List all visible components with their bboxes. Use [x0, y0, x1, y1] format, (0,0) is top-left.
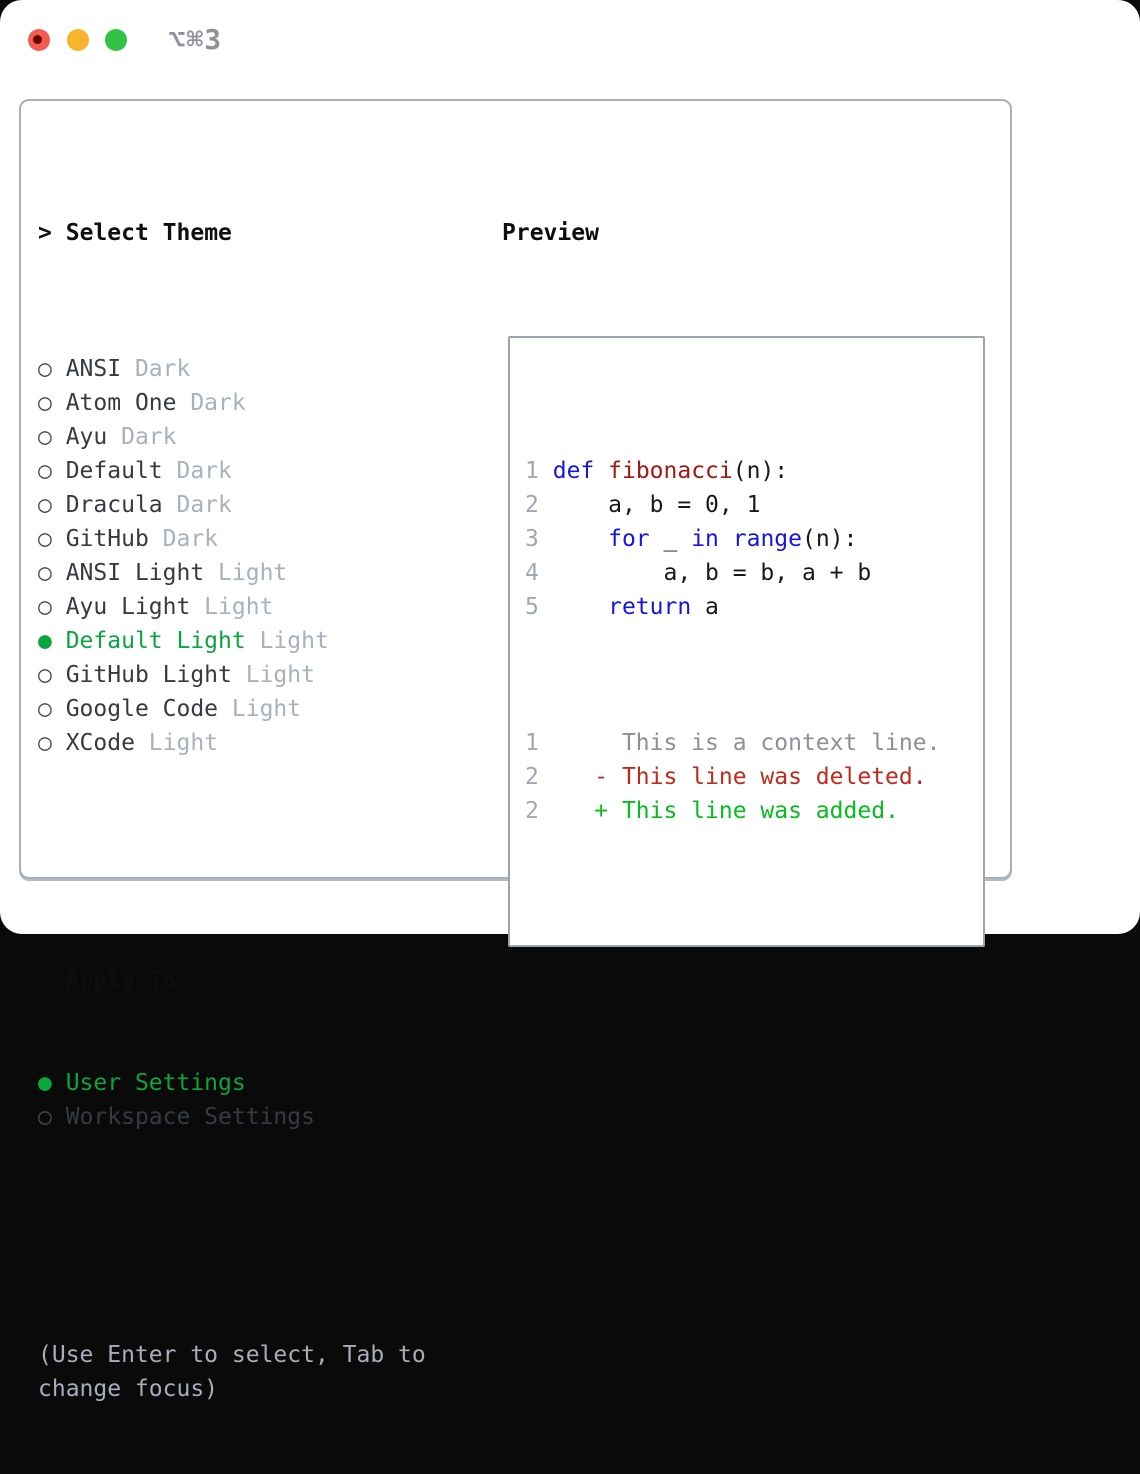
theme-item[interactable]: ○ GitHub Light Light — [38, 658, 485, 692]
radio-icon: ● — [38, 1070, 66, 1096]
theme-item[interactable]: ○ Default Dark — [38, 454, 485, 488]
item-name: Ayu Light — [65, 594, 191, 620]
radio-icon: ○ — [38, 458, 66, 484]
item-tag: Dark — [107, 424, 177, 450]
preview-column: Preview 1 def fibonacci(n): 2 a, b = 0, 1… — [502, 148, 985, 1015]
radio-icon: ○ — [38, 696, 66, 722]
theme-item[interactable]: ○ ANSI Dark — [38, 352, 485, 386]
apply-option[interactable]: ○ Workspace Settings — [38, 1100, 485, 1134]
preview-title: Preview — [502, 220, 599, 246]
item-name: Google Code — [65, 696, 219, 722]
diff-line: 2 - This line was deleted. — [525, 764, 927, 790]
item-name: XCode — [65, 730, 135, 756]
item-tag: Light — [218, 696, 302, 722]
theme-select-header: > Select Theme — [38, 216, 485, 250]
code-line: 3 for _ in range(n): — [525, 526, 858, 552]
help-hint: (Use Enter to select, Tab to change focu… — [38, 1342, 426, 1402]
theme-item[interactable]: ○ Ayu Dark — [38, 420, 485, 454]
preview-box: 1 def fibonacci(n): 2 a, b = 0, 1 3 for _ … — [508, 336, 985, 947]
diff-line: 1 This is a context line. — [525, 730, 941, 756]
close-dot-icon — [33, 35, 42, 44]
radio-icon: ○ — [38, 730, 66, 756]
code-line: 4 a, b = b, a + b — [525, 560, 872, 586]
item-name: Dracula — [65, 492, 163, 518]
theme-item[interactable]: ○ Dracula Dark — [38, 488, 485, 522]
window-title: ⌥⌘3 — [168, 23, 223, 56]
item-name: ANSI Light — [65, 560, 205, 586]
apply-option[interactable]: ● User Settings — [38, 1066, 485, 1100]
item-tag: Dark — [162, 458, 232, 484]
item-tag: Light — [231, 662, 315, 688]
preview-code: 1 def fibonacci(n): 2 a, b = 0, 1 3 for _ … — [525, 454, 968, 624]
item-name: Ayu — [65, 424, 108, 450]
radio-icon: ○ — [38, 492, 66, 518]
radio-icon: ○ — [38, 356, 66, 382]
item-tag: Dark — [162, 492, 232, 518]
radio-icon: ● — [38, 628, 66, 654]
preview-diff: 1 This is a context line. 2 - This line w… — [525, 726, 968, 828]
code-line: 1 def fibonacci(n): — [525, 458, 789, 484]
item-name: GitHub Light — [65, 662, 232, 688]
item-name: GitHub — [65, 526, 149, 552]
minimize-button[interactable] — [66, 29, 89, 51]
item-name: Default Light — [65, 628, 246, 654]
theme-item[interactable]: ● Default Light Light — [38, 624, 485, 658]
cursor-marker: > — [38, 220, 52, 246]
theme-column: > Select Theme ○ ANSI Dark○ Atom One Dar… — [38, 148, 485, 1474]
theme-item[interactable]: ○ GitHub Dark — [38, 522, 485, 556]
window: ⌥⌘3 > Select Theme ○ ANSI Dark○ Atom One… — [0, 0, 1140, 1402]
radio-icon: ○ — [38, 390, 66, 416]
main-panel: > Select Theme ○ ANSI Dark○ Atom One Dar… — [19, 99, 1012, 1402]
item-name: ANSI — [65, 356, 122, 382]
theme-item[interactable]: ○ Atom One Dark — [38, 386, 485, 420]
item-tag: Dark — [176, 390, 246, 416]
radio-icon: ○ — [38, 424, 66, 450]
code-line: 5 return a — [525, 594, 719, 620]
zoom-button[interactable] — [105, 29, 127, 51]
item-name: Atom One — [65, 390, 177, 416]
item-tag: Light — [245, 628, 329, 654]
item-name: User Settings — [65, 1070, 246, 1096]
radio-icon: ○ — [38, 526, 66, 552]
code-line: 2 a, b = 0, 1 — [525, 492, 761, 518]
theme-item[interactable]: ○ ANSI Light Light — [38, 556, 485, 590]
apply-to-section: Apply To ● User Settings○ Workspace Sett… — [38, 896, 485, 1202]
radio-icon: ○ — [38, 1104, 66, 1130]
theme-list: ○ ANSI Dark○ Atom One Dark○ Ayu Dark○ De… — [38, 352, 485, 760]
item-tag: Light — [204, 560, 288, 586]
item-tag: Light — [134, 730, 219, 756]
theme-item[interactable]: ○ Ayu Light Light — [38, 590, 485, 624]
close-button[interactable] — [28, 29, 50, 51]
apply-to-header: Apply To — [65, 968, 177, 994]
item-tag: Dark — [121, 356, 191, 382]
apply-to-list: ● User Settings○ Workspace Settings — [38, 1066, 485, 1134]
item-tag: Light — [190, 594, 274, 620]
item-name: Workspace Settings — [65, 1104, 315, 1130]
theme-item[interactable]: ○ Google Code Light — [38, 692, 485, 726]
theme-item[interactable]: ○ XCode Light — [38, 726, 485, 760]
radio-icon: ○ — [38, 560, 66, 586]
item-name: Default — [65, 458, 163, 484]
titlebar: ⌥⌘3 — [28, 23, 223, 56]
diff-line: 2 + This line was added. — [525, 798, 899, 824]
theme-select-title: Select Theme — [65, 220, 232, 246]
item-tag: Dark — [148, 526, 219, 552]
radio-icon: ○ — [38, 662, 66, 688]
radio-icon: ○ — [38, 594, 66, 620]
